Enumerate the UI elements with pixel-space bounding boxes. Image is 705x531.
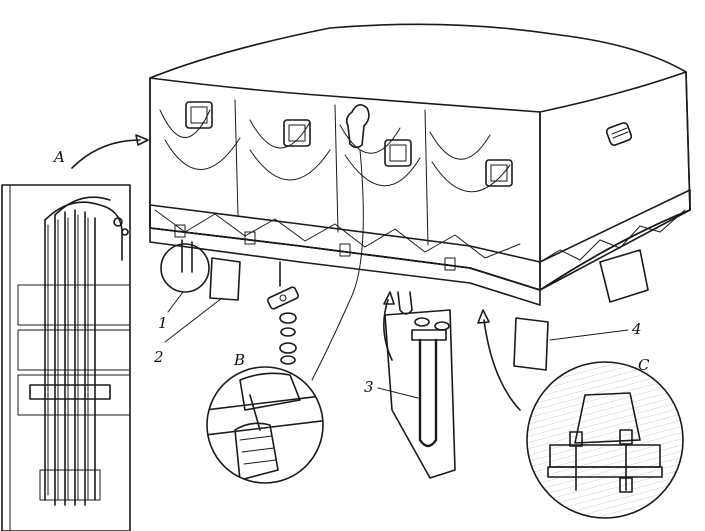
callout-label-A: A — [52, 148, 65, 166]
flap-rear — [599, 249, 649, 303]
callout-label-1: 1 — [158, 314, 168, 332]
window-3 — [384, 139, 412, 167]
fastener-set — [267, 286, 299, 365]
callout-label-4: 4 — [631, 320, 642, 338]
inset-B-clasp-detail — [206, 149, 364, 484]
callout-label-2: 2 — [153, 348, 164, 366]
platform-frame — [149, 189, 691, 306]
arrow-A — [71, 139, 141, 169]
callout-circle-1 — [160, 243, 210, 293]
lock-clasp — [345, 104, 370, 149]
tarp-front-face — [149, 77, 541, 291]
callout-label-3: 3 — [364, 378, 374, 396]
callout-label-C: C — [638, 356, 650, 374]
u-bolt-assembly-3 — [383, 291, 456, 479]
callout-label-B: B — [233, 351, 245, 369]
tarp-folds — [159, 99, 511, 246]
tarp-top — [149, 23, 691, 291]
flap-2 — [209, 257, 241, 301]
window-1 — [185, 101, 213, 129]
window-2 — [283, 119, 311, 147]
covered-cargo-body — [149, 23, 691, 371]
arrow-C — [483, 319, 521, 411]
arrow-3 — [383, 299, 393, 361]
inset-A-strap-detail — [1, 134, 149, 531]
flap-4 — [513, 317, 549, 371]
leader-lines — [164, 291, 629, 399]
frame-bolts — [181, 239, 281, 287]
washer-plate — [267, 286, 299, 310]
side-vent — [605, 122, 633, 146]
inset-C-mount-detail — [477, 309, 684, 519]
tarp-windows — [185, 101, 513, 187]
window-4 — [485, 159, 513, 187]
